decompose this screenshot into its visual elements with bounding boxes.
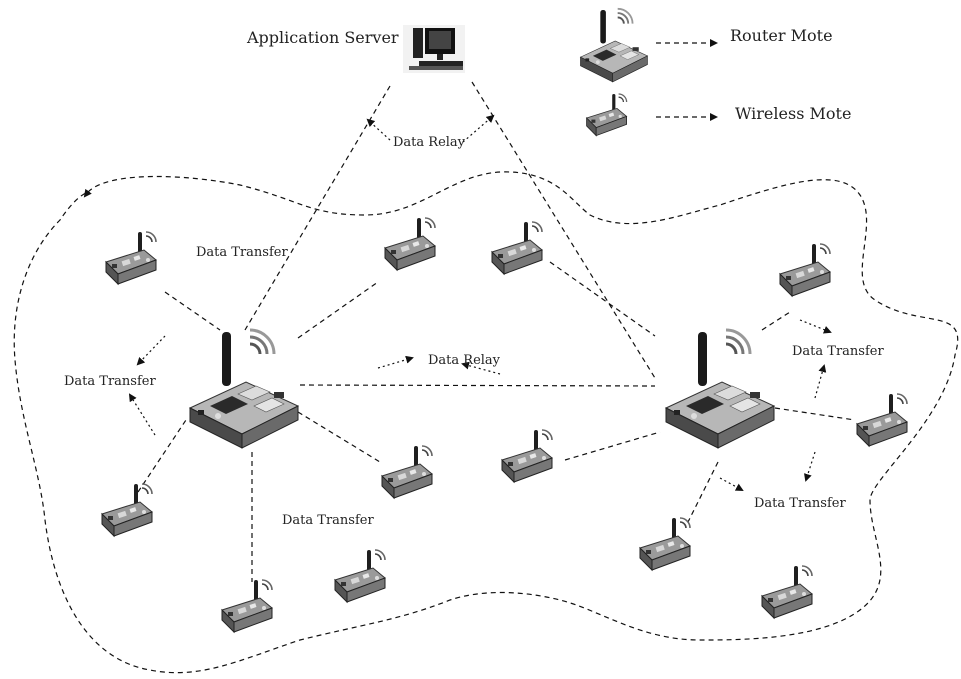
data-relay-label: Data Relay xyxy=(428,353,501,368)
wireless-mote xyxy=(384,217,436,271)
wireless-mote xyxy=(761,565,813,619)
link-server-right xyxy=(471,81,656,379)
network-boundary xyxy=(13,171,959,674)
wireless-mote xyxy=(221,579,273,633)
wireless-mote xyxy=(856,393,908,447)
data-transfer-label: Data Transfer xyxy=(282,513,374,528)
data-transfer-label: Data Transfer xyxy=(792,344,884,359)
wireless-mote-legend-icon xyxy=(585,93,628,137)
data-transfer-label: Data Transfer xyxy=(754,496,846,511)
data-transfer-label: Data Transfer xyxy=(196,245,288,260)
router-mote-legend-icon xyxy=(579,7,649,83)
router-mote-right xyxy=(664,328,776,450)
application-server-icon xyxy=(403,25,465,73)
wireless-mote xyxy=(779,243,831,297)
data-transfer-label: Data Transfer xyxy=(64,374,156,389)
router-mote-left xyxy=(188,328,300,450)
wireless-mote xyxy=(105,231,157,285)
wireless-mote xyxy=(334,549,386,603)
data-relay-label: Data Relay xyxy=(393,135,466,150)
application-server-label: Application Server xyxy=(246,28,399,47)
wireless-mote xyxy=(101,483,153,537)
wireless-mote xyxy=(501,429,553,483)
router-mote-legend-label: Router Mote xyxy=(730,26,833,45)
wireless-mote-legend-label: Wireless Mote xyxy=(735,104,851,123)
link-server-left xyxy=(244,85,391,331)
wireless-mote xyxy=(491,221,543,275)
wireless-mote xyxy=(639,517,691,571)
wireless-mote xyxy=(381,445,433,499)
